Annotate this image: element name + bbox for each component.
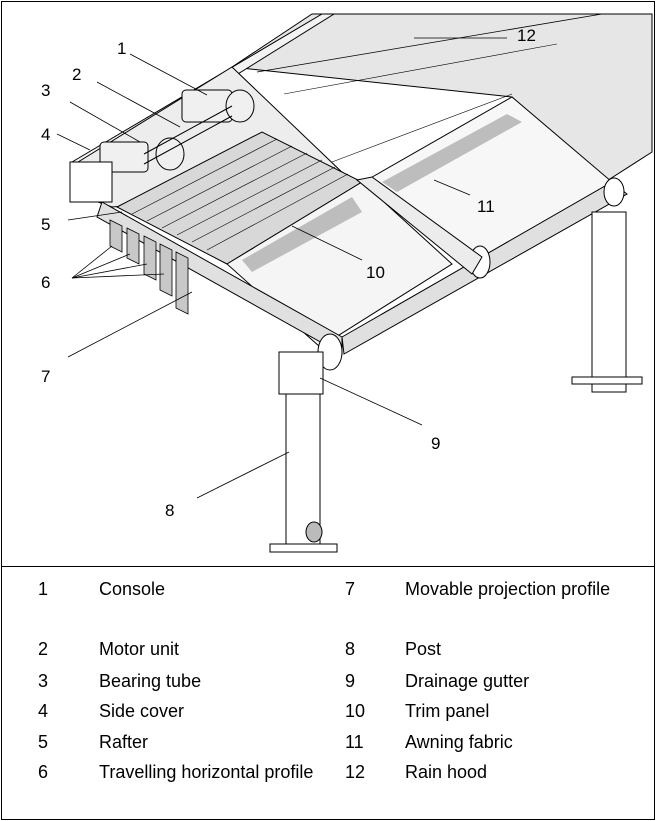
legend-number: 11 — [345, 732, 364, 752]
legend-label: Rain hood — [405, 762, 488, 782]
post-left — [269, 351, 338, 553]
callout-1: 1 — [117, 39, 127, 58]
callout-10: 10 — [366, 263, 385, 282]
awning-drawing: 1 2 3 4 5 6 7 8 9 10 11 12 — [2, 2, 654, 567]
callout-12: 12 — [517, 26, 536, 45]
callout-2: 2 — [72, 65, 82, 84]
legend-label: Bearing tube — [99, 671, 202, 691]
legend-number: 5 — [38, 732, 49, 752]
legend-label: Rafter — [99, 732, 149, 752]
legend-label: Drainage gutter — [405, 671, 530, 691]
callout-4: 4 — [41, 125, 51, 144]
legend-label: Side cover — [99, 701, 185, 721]
legend-label: Trim panel — [405, 701, 490, 721]
callout-9: 9 — [431, 434, 441, 453]
leader-lines — [56, 37, 507, 499]
legend-label: Travelling horizontal profile — [99, 762, 314, 782]
console-group — [99, 89, 255, 173]
callout-11: 11 — [477, 197, 495, 216]
legend-number: 7 — [345, 579, 356, 599]
legend-number: 2 — [38, 639, 49, 659]
legend-number: 1 — [38, 579, 49, 599]
callout-7: 7 — [41, 367, 51, 386]
legend-label: Console — [99, 579, 166, 599]
post-right — [571, 211, 643, 393]
callout-3: 3 — [41, 81, 51, 100]
legend-number: 6 — [38, 762, 49, 782]
legend-label: Movable projection profile — [405, 579, 611, 599]
callout-6: 6 — [41, 273, 51, 292]
legend-number: 9 — [345, 671, 356, 691]
awning-illustration — [56, 13, 653, 553]
legend-label: Post — [405, 639, 442, 659]
legend-number: 3 — [38, 671, 49, 691]
legend-number: 8 — [345, 639, 356, 659]
side-cover — [69, 161, 113, 203]
legend-number: 12 — [345, 762, 366, 782]
callout-8: 8 — [165, 501, 175, 520]
legend-number: 4 — [38, 701, 49, 721]
legend-label: Motor unit — [99, 639, 180, 659]
callout-5: 5 — [41, 215, 51, 234]
legend-table: 1 Console 7 Movable projection profile 2… — [2, 567, 654, 819]
legend-label: Awning fabric — [405, 732, 513, 752]
legend-number: 10 — [345, 701, 366, 721]
